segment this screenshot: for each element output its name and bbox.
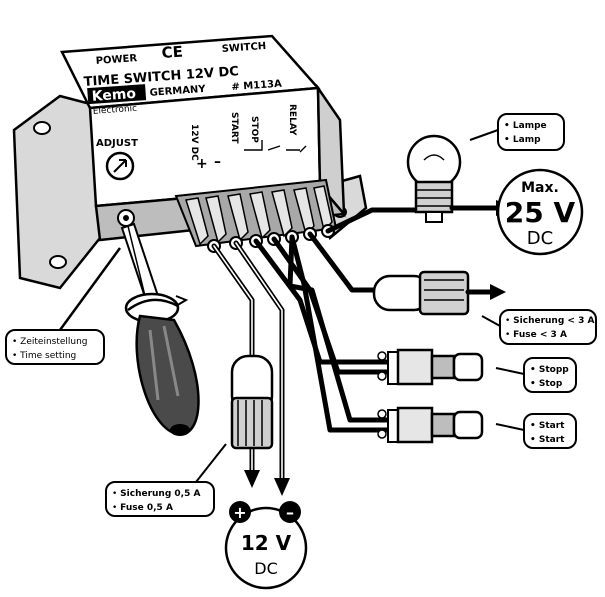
- stop-label-de: Stopp: [539, 365, 569, 375]
- svg-text:• Stopp: • Stopp: [530, 365, 569, 375]
- svg-text:• Stop: • Stop: [530, 379, 563, 389]
- svg-text:• Sicherung < 3 A: • Sicherung < 3 A: [505, 316, 594, 326]
- stop-callout: • Stopp • Stop: [495, 357, 577, 393]
- arrow-down-icon: [244, 470, 260, 488]
- stop-label-en: Stop: [539, 379, 563, 389]
- svg-text:• Zeiteinstellung: • Zeiteinstellung: [12, 337, 88, 347]
- plus-label: +: [196, 156, 208, 172]
- country-label: GERMANY: [149, 84, 206, 99]
- lamp-label-de: Lampe: [513, 121, 547, 131]
- relay-fuse-callout: • Sicherung < 3 A • Fuse < 3 A: [481, 309, 597, 345]
- ce-mark: CE: [161, 43, 183, 62]
- relay-fuse-label-en: Fuse < 3 A: [513, 330, 567, 340]
- relay-fuse-label-de: Sicherung < 3 A: [513, 316, 594, 326]
- supply-badge: + – 12 V DC: [224, 501, 308, 590]
- supply-plus: +: [233, 503, 246, 522]
- supply-minus: –: [286, 503, 294, 522]
- svg-text:• Start: • Start: [530, 421, 565, 431]
- svg-text:• Fuse 0,5 A: • Fuse 0,5 A: [112, 503, 173, 513]
- max-label: Max.: [521, 180, 559, 196]
- mount-hole-icon: [33, 121, 51, 135]
- terminal-label-relay: RELAY: [287, 104, 297, 136]
- minus-label: –: [214, 154, 221, 170]
- plus-terminal-icon: [229, 501, 251, 523]
- stop-button-icon: [377, 348, 484, 386]
- arrow-down-icon: [274, 478, 290, 496]
- screwdriver-icon: [120, 222, 200, 436]
- start-callout: • Start • Start: [495, 413, 577, 449]
- time-setting-callout: • Zeiteinstellung • Time setting: [5, 247, 122, 365]
- power-label: POWER: [95, 53, 137, 67]
- svg-text:• Lampe: • Lampe: [504, 121, 547, 131]
- lamp-icon: [406, 134, 514, 223]
- max-value: 25 V: [505, 196, 576, 229]
- time-setting-label-en: Time setting: [19, 351, 76, 361]
- minus-terminal-icon: [279, 501, 301, 523]
- mount-hole-icon: [49, 255, 67, 269]
- brand-logo: Kemo: [91, 86, 137, 105]
- supply-value: 12 V: [241, 531, 292, 555]
- adjust-label: ADJUST: [96, 138, 138, 149]
- max-unit: DC: [527, 228, 553, 249]
- start-label-de: Start: [539, 421, 565, 431]
- switch-label: SWITCH: [221, 41, 266, 55]
- svg-text:• Fuse < 3 A: • Fuse < 3 A: [505, 330, 567, 340]
- start-button-icon: [377, 406, 484, 444]
- brand-subtitle: Electronic: [92, 104, 137, 117]
- svg-text:• Lamp: • Lamp: [504, 135, 541, 145]
- max-voltage-badge: Max. 25 V DC: [496, 168, 584, 256]
- svg-text:• Start: • Start: [530, 435, 565, 445]
- model-label: # M113A: [231, 79, 282, 94]
- terminal-label-stop: STOP: [249, 116, 259, 143]
- terminal-label-start: START: [229, 112, 239, 144]
- time-switch-module: POWER CE SWITCH TIME SWITCH 12V DC Kemo …: [12, 34, 368, 290]
- start-label-en: Start: [539, 435, 565, 445]
- time-setting-label-de: Zeiteinstellung: [20, 337, 87, 347]
- terminal-label-12v: 12V DC: [189, 124, 199, 161]
- svg-text:• Time setting: • Time setting: [12, 351, 76, 361]
- power-fuse-label-de: Sicherung 0,5 A: [120, 489, 200, 499]
- power-fuse-callout: • Sicherung 0,5 A • Fuse 0,5 A: [105, 443, 227, 517]
- power-fuse-icon: [230, 354, 274, 450]
- lamp-callout: • Lampe • Lamp: [469, 113, 565, 151]
- relay-fuse-icon: [372, 270, 506, 316]
- svg-text:• Sicherung 0,5 A: • Sicherung 0,5 A: [112, 489, 200, 499]
- supply-unit: DC: [254, 559, 278, 578]
- power-fuse-label-en: Fuse 0,5 A: [120, 503, 173, 513]
- lamp-label-en: Lamp: [513, 135, 541, 145]
- wires: [211, 207, 423, 481]
